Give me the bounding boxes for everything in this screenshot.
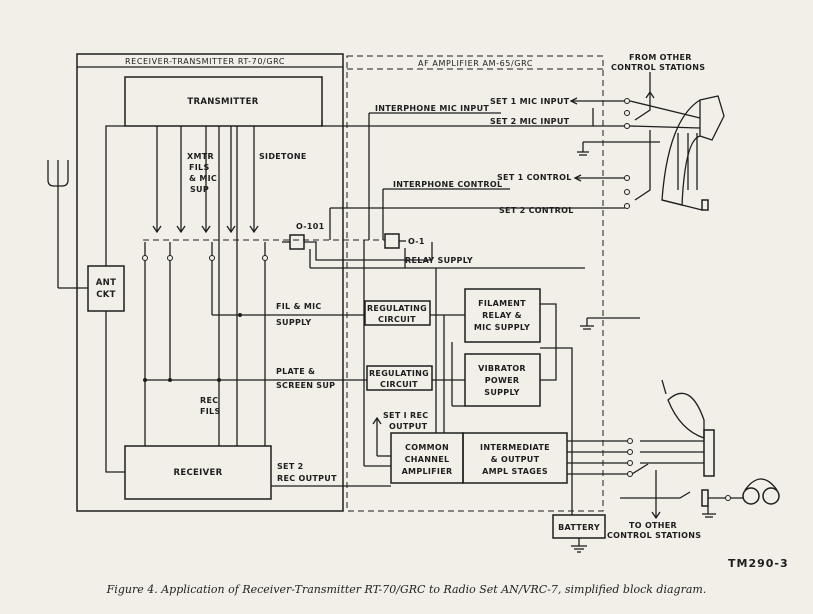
- ground-battery-icon: [571, 538, 587, 553]
- tm-number: TM290-3: [728, 557, 789, 570]
- svg-text:REGULATING: REGULATING: [369, 369, 429, 378]
- plate-screen-label: PLATE & SCREEN SUP: [276, 367, 335, 390]
- set2-mic-label: SET 2 MIC INPUT: [490, 117, 570, 126]
- ground-mid-icon: [580, 318, 594, 330]
- intermediate-output-block: INTERMEDIATE & OUTPUT AMPL STAGES: [462, 432, 568, 484]
- af-title: AF AMPLIFIER AM-65/GRC: [418, 59, 533, 68]
- relay-o101-label: O-101: [296, 222, 325, 231]
- antenna-icon: [47, 160, 88, 289]
- microphone-headset-icon: [629, 95, 725, 211]
- set2-control-label: SET 2 CONTROL: [499, 206, 574, 215]
- svg-text:RECEIVER: RECEIVER: [174, 468, 223, 478]
- rt70-unit-outline: [76, 53, 344, 512]
- svg-text:CHANNEL: CHANNEL: [405, 455, 450, 464]
- transmitter-block: TRANSMITTER: [124, 76, 323, 127]
- af-unit-outline: [346, 55, 604, 512]
- battery-block: BATTERY: [552, 514, 606, 539]
- from-other-label: FROM OTHER CONTROL STATIONS: [611, 53, 705, 72]
- svg-text:VIBRATOR: VIBRATOR: [478, 364, 526, 373]
- svg-text:CIRCUIT: CIRCUIT: [380, 380, 418, 389]
- svg-text:FILAMENT: FILAMENT: [478, 299, 526, 308]
- set2-rec-output-label: SET 2 REC OUTPUT: [277, 462, 337, 483]
- svg-text:AMPLIFIER: AMPLIFIER: [402, 467, 453, 476]
- relay-o1-icon: [384, 233, 406, 249]
- rt70-title: RECEIVER-TRANSMITTER RT-70/GRC: [125, 57, 285, 66]
- svg-text:ANT: ANT: [96, 278, 116, 288]
- svg-text:SUPPLY: SUPPLY: [484, 388, 519, 397]
- filament-relay-block: FILAMENT RELAY & MIC SUPPLY: [464, 288, 541, 343]
- regulating-circuit-1-block: REGULATING CIRCUIT: [364, 300, 431, 326]
- svg-text:CIRCUIT: CIRCUIT: [378, 315, 416, 324]
- set1-rec-output-label: SET I REC OUTPUT: [383, 411, 432, 431]
- headphones-icon: [708, 478, 780, 505]
- svg-text:TRANSMITTER: TRANSMITTER: [187, 97, 258, 107]
- ant-ckt-block: ANT CKT: [87, 265, 125, 312]
- svg-text:INTERMEDIATE: INTERMEDIATE: [480, 443, 550, 452]
- figure-caption: Figure 4. Application of Receiver-Transm…: [106, 583, 707, 596]
- xmtr-fils-label: XMTR FILS & MIC SUP: [187, 152, 220, 194]
- regulating-circuit-2-block: REGULATING CIRCUIT: [366, 365, 433, 391]
- fil-mic-label: FIL & MIC SUPPLY: [276, 302, 325, 327]
- svg-text:& OUTPUT: & OUTPUT: [491, 455, 540, 464]
- interphone-control-label: INTERPHONE CONTROL: [393, 180, 502, 189]
- rec-fils-label: REC FILS: [200, 396, 222, 416]
- svg-text:CKT: CKT: [96, 290, 116, 300]
- relay-o1-label: O-1: [408, 237, 425, 246]
- vibrator-power-block: VIBRATOR POWER SUPPLY: [464, 353, 541, 407]
- relay-o101-icon: [282, 234, 433, 261]
- common-channel-amplifier-block: COMMON CHANNEL AMPLIFIER: [390, 432, 464, 484]
- speaker-icon: [661, 379, 715, 477]
- set1-control-label: SET 1 CONTROL: [497, 173, 572, 182]
- receiver-block: RECEIVER: [124, 445, 272, 500]
- svg-text:BATTERY: BATTERY: [558, 523, 600, 532]
- relay-supply-label: RELAY SUPPLY: [405, 256, 473, 265]
- svg-text:AMPL STAGES: AMPL STAGES: [482, 467, 548, 476]
- to-other-label: TO OTHER CONTROL STATIONS: [607, 521, 701, 540]
- svg-text:POWER: POWER: [485, 376, 520, 385]
- interphone-mic-label: INTERPHONE MIC INPUT: [375, 104, 489, 113]
- set1-mic-label: SET 1 MIC INPUT: [490, 97, 570, 106]
- sidetone-label: SIDETONE: [259, 152, 307, 161]
- svg-text:RELAY &: RELAY &: [482, 311, 522, 320]
- svg-text:MIC SUPPLY: MIC SUPPLY: [474, 323, 530, 332]
- svg-text:REGULATING: REGULATING: [367, 304, 427, 313]
- svg-text:COMMON: COMMON: [405, 443, 449, 452]
